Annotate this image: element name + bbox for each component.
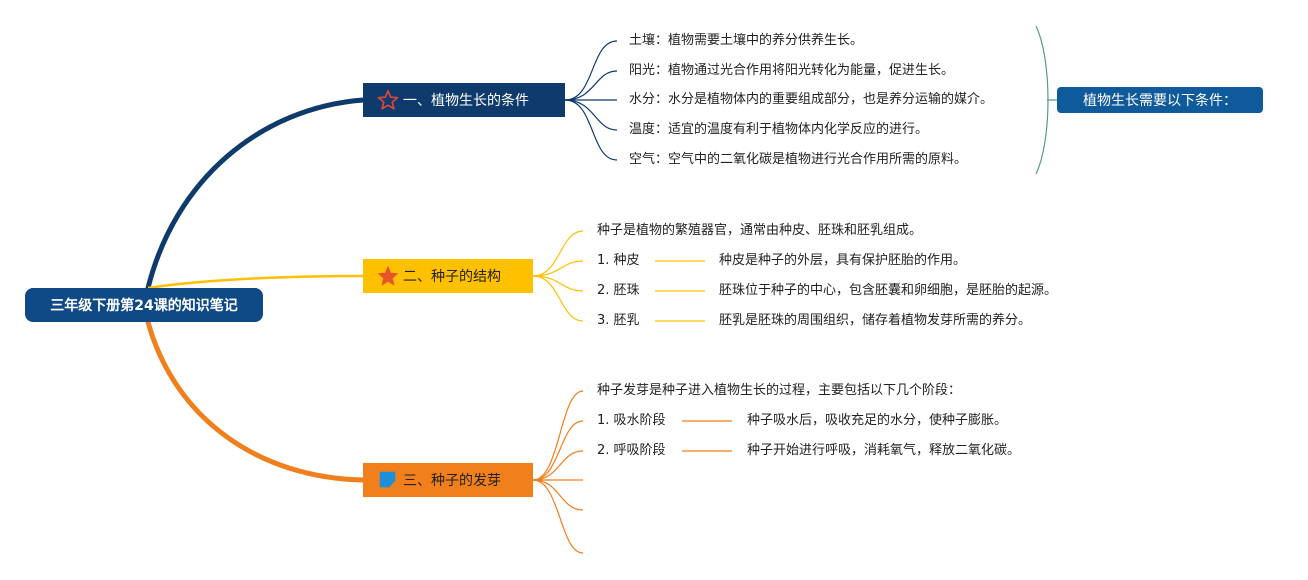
- branch2-child-connectors: [532, 230, 705, 322]
- seed-part-desc-coat: 种皮是种子的外层，具有保护胚胎的作用。: [719, 253, 967, 268]
- germination-intro: 种子发芽是种子进入植物生长的过程，主要包括以下几个阶段：: [597, 383, 962, 398]
- branch-plant-growth-conditions[interactable]: 一、植物生长的条件: [363, 83, 565, 117]
- connector-root-branch2: [147, 274, 364, 290]
- branch-seed-germination[interactable]: 三、种子的发芽: [363, 463, 533, 497]
- connector-root-branch1: [145, 97, 366, 291]
- condition-soil: 土壤：植物需要土壤中的养分供养生长。: [629, 33, 864, 48]
- stage-name-respire: 2. 呼吸阶段: [597, 443, 666, 458]
- seed-structure-intro: 种子是植物的繁殖器官，通常由种皮、胚珠和胚乳组成。: [597, 223, 923, 238]
- stage-desc-respire: 种子开始进行呼吸，消耗氧气，释放二氧化碳。: [747, 443, 1021, 458]
- seed-part-name-endosperm: 3. 胚乳: [597, 313, 640, 328]
- branch1-label: 一、植物生长的条件: [403, 93, 529, 109]
- flag-icon: [377, 469, 399, 491]
- condition-temperature: 温度：适宜的温度有利于植物体内化学反应的进行。: [629, 122, 929, 137]
- seed-part-name-coat: 1. 种皮: [597, 253, 640, 268]
- condition-sunlight: 阳光：植物通过光合作用将阳光转化为能量，促进生长。: [629, 63, 955, 78]
- seed-part-desc-ovule: 胚珠位于种子的中心，包含胚囊和卵细胞，是胚胎的起源。: [719, 283, 1058, 298]
- branch-seed-structure[interactable]: 二、种子的结构: [363, 259, 533, 293]
- stage-desc-absorb: 种子吸水后，吸收充足的水分，使种子膨胀。: [747, 413, 1008, 428]
- seed-part-desc-endosperm: 胚乳是胚珠的周围组织，储存着植物发芽所需的养分。: [719, 313, 1032, 328]
- summary-node[interactable]: 植物生长需要以下条件：: [1057, 87, 1263, 113]
- root-label: 三年级下册第24课的知识笔记: [50, 298, 238, 314]
- condition-air: 空气：空气中的二氧化碳是植物进行光合作用所需的原料。: [629, 152, 968, 167]
- summary-label: 植物生长需要以下条件：: [1083, 93, 1237, 109]
- stage-name-absorb: 1. 吸水阶段: [597, 413, 666, 428]
- summary-brace: [1035, 25, 1049, 175]
- branch1-child-connectors: [564, 40, 618, 161]
- branch2-label: 二、种子的结构: [403, 269, 501, 285]
- branch3-label: 三、种子的发芽: [403, 473, 501, 489]
- star-filled-icon: [377, 265, 399, 287]
- seed-part-name-ovule: 2. 胚珠: [597, 283, 640, 298]
- condition-water: 水分：水分是植物体内的重要组成部分，也是养分运输的媒介。: [629, 92, 994, 107]
- connector-root-branch3: [145, 319, 366, 483]
- branch3-child-connectors: [532, 390, 732, 554]
- root-node[interactable]: 三年级下册第24课的知识笔记: [25, 288, 263, 322]
- star-outline-icon: [377, 89, 399, 111]
